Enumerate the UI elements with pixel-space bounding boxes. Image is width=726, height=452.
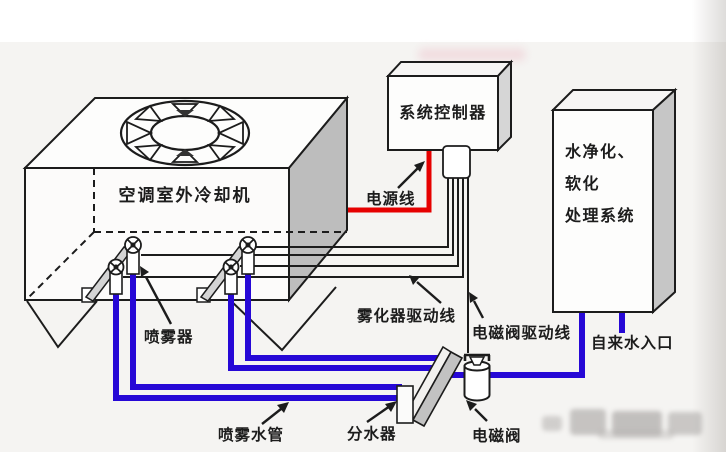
arrow-power-line [397, 161, 425, 189]
annotation-arrows [140, 161, 488, 425]
label-system-controller: 系统控制器 [399, 103, 487, 122]
label-cooling-unit: 空调室外冷却机 [119, 185, 252, 206]
arrow-solenoid-drive-line [469, 292, 485, 319]
arrow-sprayer [140, 266, 173, 325]
controller-top-face [385, 61, 514, 77]
label-water-treatment: 水净化、 软化 处理系统 [564, 142, 635, 225]
arrow-atomizer-drive-line [409, 275, 442, 304]
pink-smudge-artifact [418, 48, 526, 61]
fan-hub-bottom [176, 149, 194, 156]
water-box-right-face [652, 87, 676, 315]
sprayer-right [196, 236, 257, 303]
label-water-distributor: 分水器 [347, 424, 397, 443]
spray-water-pipes [113, 257, 625, 401]
label-power-line: 电源线 [366, 189, 416, 208]
valve-t-handle [463, 353, 491, 361]
nozzle-head-icon [107, 236, 142, 276]
watermark-block [598, 430, 674, 439]
label-solenoid-valve-drive-line: 电磁阀驱动线 [472, 323, 571, 342]
fan-hub-top [176, 110, 194, 117]
controller-right-face [497, 59, 512, 153]
label-tap-water-inlet: 自来水入口 [591, 333, 674, 352]
support-leg-left [26, 300, 98, 349]
water-treatment-box [550, 87, 678, 315]
controller-box [385, 59, 514, 179]
top-white-band [0, 0, 726, 42]
watermark-block [570, 409, 606, 435]
arrow-spray-water-pipe [261, 402, 289, 425]
hidden-edges [26, 168, 347, 300]
watermark-block [612, 411, 662, 436]
cooling-unit-box [22, 95, 350, 352]
right-edge-shade [692, 0, 726, 452]
label-solenoid-valve: 电磁阀 [472, 426, 522, 445]
water-box-front-face [552, 109, 654, 313]
controller-front-face [387, 75, 499, 151]
svg-text:水净化、: 水净化、 [565, 142, 635, 161]
watermark-block [668, 412, 702, 435]
arrow-water-distributor [366, 401, 397, 423]
svg-text:处理系统: 处理系统 [564, 206, 635, 225]
label-sprayer: 喷雾器 [144, 327, 194, 346]
fan-icon [119, 99, 251, 167]
nozzle-head-icon [222, 236, 257, 276]
water-distributor [396, 345, 464, 428]
solenoid-valve [463, 353, 491, 402]
distributor-front-face [411, 350, 464, 428]
controller-connector [442, 145, 471, 179]
label-spray-water-pipe: 喷雾水管 [218, 425, 284, 444]
distributor-end-cap [396, 385, 414, 424]
watermark-block [542, 416, 562, 431]
valve-funnel [468, 356, 486, 366]
valve-body [463, 366, 491, 402]
label-atomizer-drive-line: 雾化器驱动线 [356, 306, 456, 325]
arrow-solenoid-valve [466, 400, 488, 422]
sprayer-left [81, 236, 142, 303]
power-line [348, 150, 432, 213]
svg-text:软化: 软化 [565, 174, 600, 193]
